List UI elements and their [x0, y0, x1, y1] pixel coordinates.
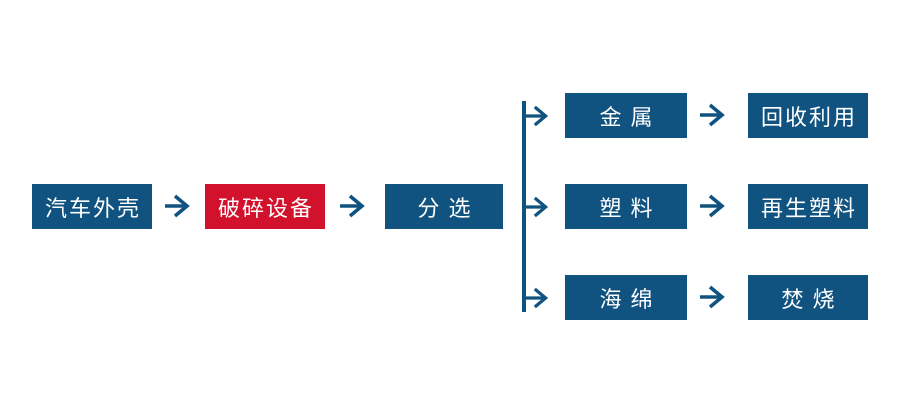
arrow-right-icon: [700, 285, 725, 309]
arrow-right-icon: [700, 194, 725, 218]
arrow-right-icon: [165, 194, 190, 218]
arrow-right-icon: [525, 196, 549, 218]
node-recycling: 回收利用: [748, 93, 868, 138]
node-plastic: 塑料: [565, 184, 687, 229]
arrow-right-icon: [700, 103, 725, 127]
arrow-right-icon: [525, 287, 549, 309]
node-sponge: 海绵: [565, 275, 687, 320]
node-incineration: 焚烧: [748, 275, 868, 320]
node-recycled-plastic: 再生塑料: [748, 184, 868, 229]
node-crushing-equipment: 破碎设备: [205, 184, 325, 229]
arrow-right-icon: [525, 105, 549, 127]
node-metal: 金属: [565, 93, 687, 138]
node-sorting: 分选: [385, 184, 503, 229]
node-car-shell: 汽车外壳: [32, 184, 152, 229]
arrow-right-icon: [340, 194, 365, 218]
branch-connector-line: [522, 101, 526, 312]
